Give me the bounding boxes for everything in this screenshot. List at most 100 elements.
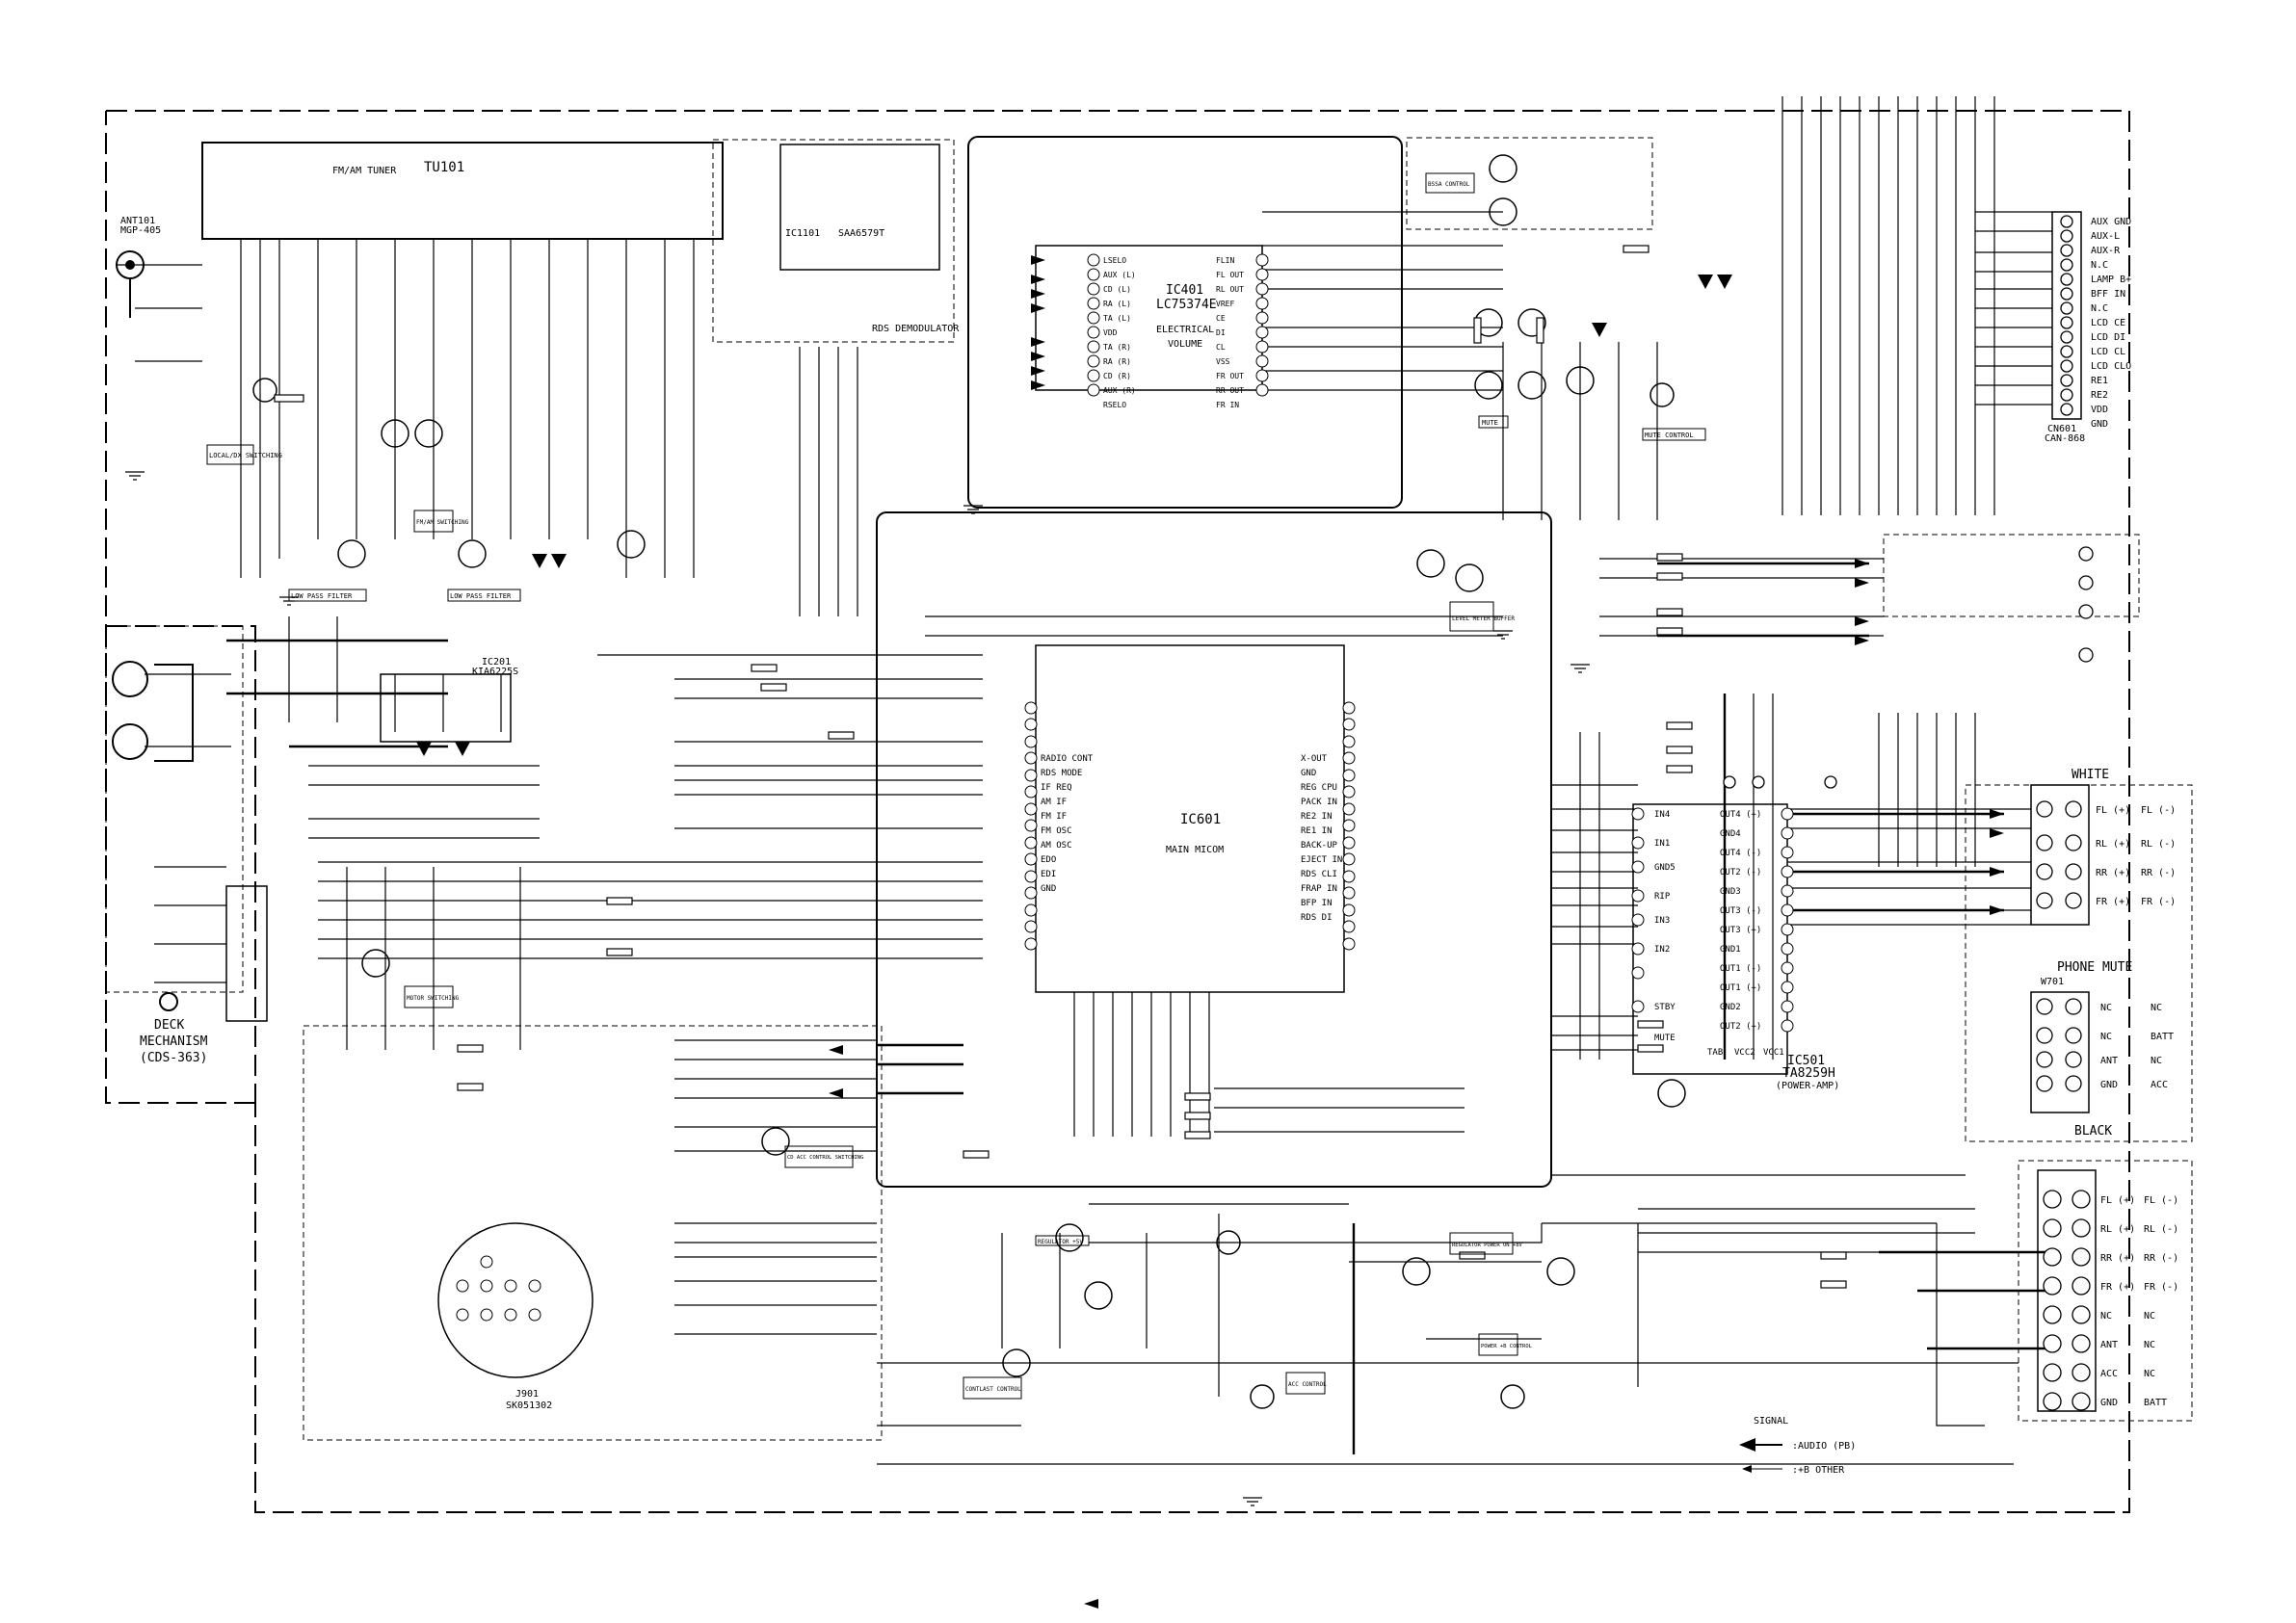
- white-row-4b: FR (-): [2141, 897, 2176, 907]
- module-bodies: [201, 136, 2097, 1412]
- cn601-pin-1: AUX GND: [2091, 217, 2131, 227]
- evol-l-11: RSELO: [1103, 401, 1126, 409]
- box-motor: MOTOR SWITCHING: [407, 995, 460, 1002]
- ic-pin-dots: [456, 253, 1794, 1322]
- amp-pin-out4p: OUT4 (+): [1720, 810, 1761, 820]
- black-row-4b: FR (-): [2144, 1282, 2178, 1293]
- cn601-pin-3: AUX-R: [2091, 246, 2121, 256]
- evol-r-6: DI: [1216, 328, 1226, 337]
- amp-ref: IC501: [1787, 1054, 1825, 1068]
- white-row-3a: RR (+): [2096, 868, 2130, 878]
- power-row-4b: ACC: [2151, 1080, 2168, 1090]
- amp-pin-in1: IN1: [1654, 839, 1670, 849]
- legend-other: :+B OTHER: [1792, 1465, 1845, 1476]
- evol-r-7: CL: [1216, 343, 1226, 352]
- micom-l-am-osc: AM OSC: [1041, 841, 1072, 851]
- cn601-pin-2: AUX-L: [2091, 231, 2120, 242]
- black-row-2a: RL (+): [2100, 1224, 2135, 1235]
- antenna-ref: ANT101: [120, 216, 155, 226]
- micom-r-rds-di: RDS DI: [1301, 913, 1333, 923]
- amp-pin-out2p: OUT2 (+): [1720, 1022, 1761, 1032]
- micom-l-if-req: IF REQ: [1041, 783, 1072, 793]
- power-row-3b: NC: [2151, 1056, 2162, 1066]
- legend-audio: :AUDIO (PB): [1792, 1441, 1856, 1452]
- power-row-2b: BATT: [2151, 1032, 2174, 1042]
- cn601-pin-9: LCD DI: [2091, 332, 2125, 343]
- micom-r-eject: EJECT IN: [1301, 855, 1342, 865]
- amp-pin-out1m: OUT1 (-): [1720, 964, 1761, 974]
- resistors: [274, 245, 1847, 1289]
- cn601-pin-4: N.C: [2091, 260, 2108, 271]
- black-row-5a: NC: [2100, 1311, 2112, 1322]
- white-row-4a: FR (+): [2096, 897, 2130, 907]
- amp-pin-gnd2: GND2: [1720, 1003, 1741, 1012]
- evol-l-10: AUX (R): [1103, 386, 1136, 395]
- deck-heads: [112, 661, 194, 1011]
- black-row-7a: ACC: [2100, 1369, 2118, 1379]
- micom-right-labels: X-OUT GND REG CPU PACK IN RE2 IN RE1 IN …: [1301, 754, 1342, 923]
- evol-r-4: VREF: [1216, 300, 1234, 308]
- evol-r-2: FL OUT: [1216, 271, 1244, 279]
- amp-pin-labels: IN4 IN1 GND5 RIP IN3 IN2 STBY MUTE TAB V…: [1654, 810, 1784, 1058]
- amp-pin-rip: RIP: [1654, 892, 1671, 902]
- power-row-2a: NC: [2100, 1032, 2112, 1042]
- ground-symbols: [125, 471, 1590, 1506]
- micom-r-re2: RE2 IN: [1301, 812, 1333, 822]
- micom-l-edo: EDO: [1041, 855, 1056, 865]
- phone-mute-label: PHONE MUTE: [2057, 960, 2132, 975]
- white-row-2a: RL (+): [2096, 839, 2130, 850]
- white-row-1b: FL (-): [2141, 805, 2176, 816]
- mech-line3: (CDS-363): [140, 1051, 207, 1065]
- tuner-name: FM/AM TUNER: [332, 166, 397, 176]
- black-row-3b: RR (-): [2144, 1253, 2178, 1264]
- cn601-ref: CN601: [2047, 424, 2076, 434]
- function-box-labels: LOCAL/DX SWITCHING LOW PASS FILTER FM/AM…: [209, 181, 1694, 1393]
- cn601-pin-15: GND: [2091, 419, 2108, 430]
- micom-left-labels: RADIO CONT RDS MODE IF REQ AM IF FM IF F…: [1041, 754, 1094, 894]
- box-level-meter: LEVEL METER BUFFER: [1452, 615, 1515, 622]
- micom-r-gnd: GND: [1301, 769, 1316, 778]
- micom-r-bfp: BFP IN: [1301, 899, 1333, 908]
- signal-legend: SIGNAL :AUDIO (PB) :+B OTHER: [1739, 1416, 1856, 1476]
- cn601-pin-5: LAMP B+: [2091, 275, 2131, 285]
- evol-r-1: FLIN: [1216, 256, 1234, 265]
- micom-name: MAIN MICOM: [1166, 845, 1224, 855]
- evol-l-9: CD (R): [1103, 372, 1131, 380]
- micom-l-am-if: AM IF: [1041, 798, 1067, 807]
- micom-l-edi: EDI: [1041, 870, 1056, 879]
- micom-r-xout: X-OUT: [1301, 754, 1328, 764]
- micom-r-pack-in: PACK IN: [1301, 798, 1337, 807]
- evol-l-5: TA (L): [1103, 314, 1131, 323]
- box-contlast: CONTLAST CONTROL: [965, 1386, 1021, 1393]
- black-row-8a: GND: [2100, 1398, 2118, 1408]
- box-cd-acc: CD ACC CONTROL SWITCHING: [787, 1155, 863, 1161]
- amp-pin-tab: TAB: [1707, 1048, 1723, 1058]
- evol-l-7: TA (R): [1103, 343, 1131, 352]
- white-label: WHITE: [2072, 768, 2109, 782]
- evol-r-9: FR OUT: [1216, 372, 1244, 380]
- box-mute: MUTE: [1482, 419, 1498, 427]
- amp-pin-in4: IN4: [1654, 810, 1670, 820]
- amp-pin-stby: STBY: [1654, 1003, 1676, 1012]
- evol-l-2: AUX (L): [1103, 271, 1136, 279]
- amp-pin-gnd3: GND3: [1720, 887, 1741, 897]
- mech-line1: DECK: [154, 1018, 184, 1033]
- evol-part: LC75374E: [1156, 298, 1217, 312]
- black-row-2b: RL (-): [2144, 1224, 2178, 1235]
- rds-label: RDS DEMODULATOR: [872, 324, 960, 334]
- black-row-6a: ANT: [2100, 1340, 2118, 1350]
- micom-r-rds-cli: RDS CLI: [1301, 870, 1337, 879]
- cn601-pin-11: LCD CLO: [2091, 361, 2131, 372]
- box-mute-control: MUTE CONTROL: [1645, 432, 1694, 439]
- evol-left-labels: LSELO AUX (L) CD (L) RA (L) TA (L) VDD T…: [1103, 256, 1136, 409]
- sub-regions: [105, 137, 2193, 1441]
- ic201-ref: IC201: [482, 657, 511, 668]
- jack-part: SK051302: [506, 1400, 552, 1411]
- cn601-labels: CN601 CAN-868 AUX GND AUX-L AUX-R N.C LA…: [2045, 217, 2131, 444]
- cn601-part: CAN-868: [2045, 433, 2085, 444]
- function-boxes: [206, 172, 1706, 1400]
- ic201-part: KIA6225S: [472, 667, 518, 677]
- amp-pin-out3m: OUT3 (-): [1720, 906, 1761, 916]
- micom-ref: IC601: [1180, 812, 1221, 827]
- output-connector-labels: WHITE PHONE MUTE W701 BLACK FL (+) FL (-…: [2041, 768, 2178, 1408]
